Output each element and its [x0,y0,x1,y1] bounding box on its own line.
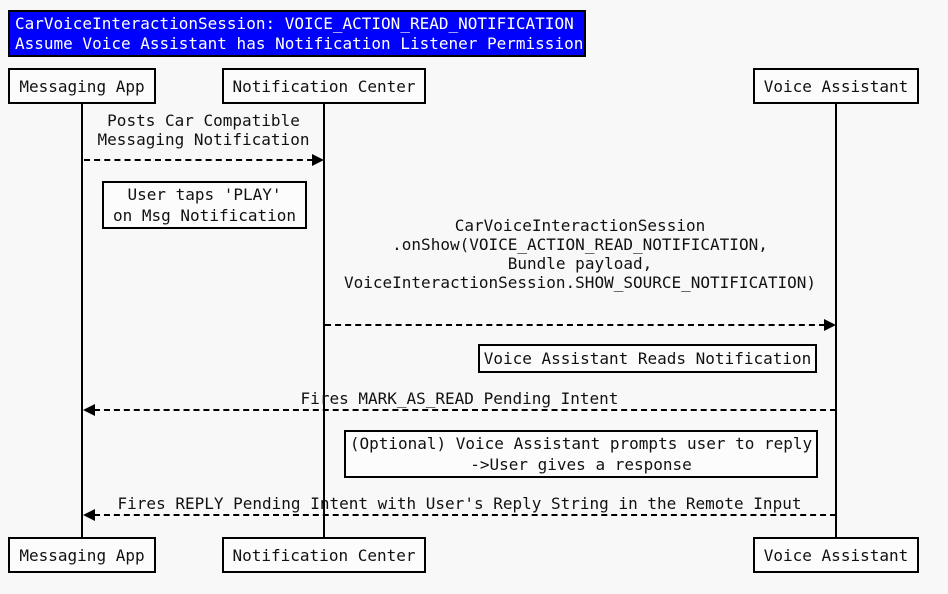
message-on-show-label: CarVoiceInteractionSession .onShow(VOICE… [343,216,816,292]
message-reply-label: Fires REPLY Pending Intent with User's R… [117,494,802,513]
participant-voice-assistant-bottom: Voice Assistant [753,537,919,573]
arrow-shaft [84,159,313,161]
participant-voice-assistant-top: Voice Assistant [753,68,919,104]
participant-label: Voice Assistant [763,76,909,96]
note-user-taps-play: User taps 'PLAY' on Msg Notification [102,181,307,229]
participant-messaging-app-bottom: Messaging App [8,537,156,573]
participant-notification-center-top: Notification Center [222,68,426,104]
message-reply-arrow [83,509,836,521]
message-mark-as-read-arrow [83,404,836,416]
message-post-notification-label: Posts Car Compatible Messaging Notificat… [97,111,310,149]
arrowhead-left-icon [83,509,95,521]
arrowhead-left-icon [83,404,95,416]
arrow-shaft [94,409,836,411]
arrow-shaft [94,514,836,516]
diagram-title-line-2: Assume Voice Assistant has Notification … [15,34,584,53]
participant-label: Messaging App [19,76,145,96]
participant-label: Messaging App [19,545,145,565]
participant-messaging-app-top: Messaging App [8,68,156,104]
lifeline-voice-assistant [835,104,837,537]
participant-label: Notification Center [232,76,416,96]
arrowhead-right-icon [824,319,836,331]
message-on-show-arrow [325,319,836,331]
participant-label: Notification Center [232,545,416,565]
message-mark-as-read-label: Fires MARK_AS_READ Pending Intent [300,389,619,408]
note-optional-prompt: (Optional) Voice Assistant prompts user … [344,430,818,478]
diagram-title-line-1: CarVoiceInteractionSession: VOICE_ACTION… [15,14,574,33]
arrow-shaft [325,324,825,326]
arrowhead-right-icon [312,154,324,166]
message-post-notification-arrow [84,154,324,166]
participant-label: Voice Assistant [763,545,909,565]
lifeline-messaging-app [81,104,83,537]
lifeline-notification-center [323,104,325,537]
participant-notification-center-bottom: Notification Center [222,537,426,573]
note-reads-notification: Voice Assistant Reads Notification [478,344,817,373]
diagram-title: CarVoiceInteractionSession: VOICE_ACTION… [8,10,586,57]
